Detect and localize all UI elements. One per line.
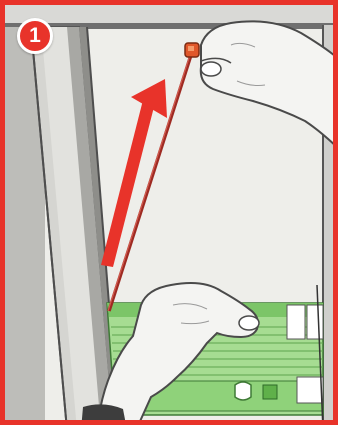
upper-hand <box>201 21 338 153</box>
step-number-badge: 1 <box>17 18 53 54</box>
cord-end-cap <box>185 43 199 57</box>
upward-arrow <box>101 79 167 267</box>
window-frame <box>5 27 119 425</box>
top-rail <box>5 5 338 29</box>
blind-installation-illustration <box>5 5 338 425</box>
